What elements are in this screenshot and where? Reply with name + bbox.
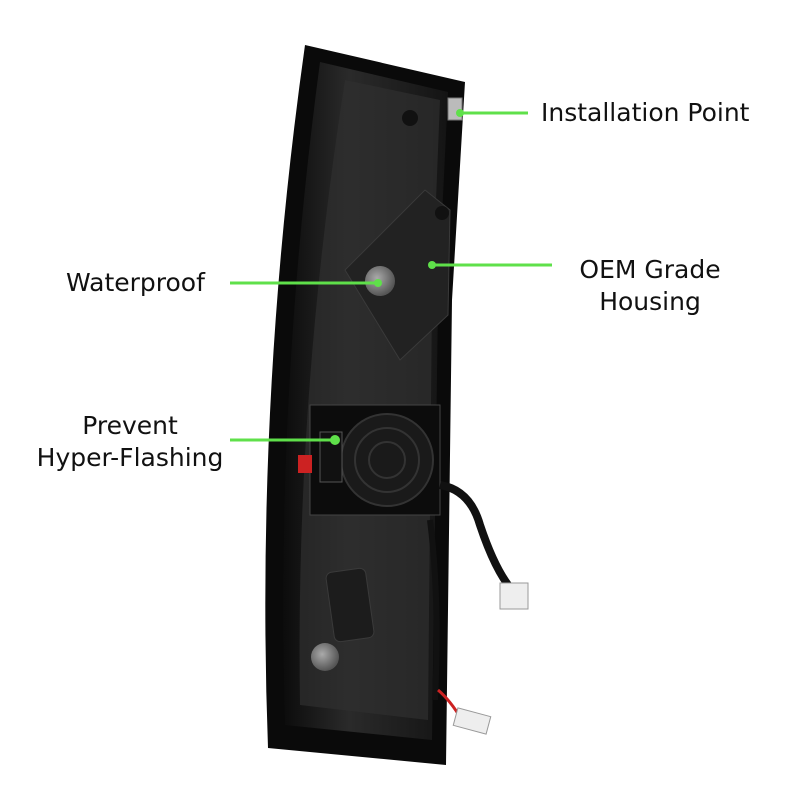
label-installation-point: Installation Point <box>541 98 750 127</box>
cable <box>439 481 516 593</box>
anti-flicker-module <box>298 404 441 516</box>
label-prevent-hyper-flashing: Prevent Hyper-Flashing <box>30 410 230 474</box>
connector-plug <box>499 582 529 610</box>
label-oem-grade-housing: OEM Grade Housing <box>570 254 730 318</box>
connector-slot <box>325 567 375 643</box>
diamond-panel <box>344 189 451 361</box>
bottom-grommet <box>311 643 339 671</box>
leader-lines <box>230 111 552 442</box>
label-hyper-line1: Prevent <box>82 411 178 440</box>
label-waterproof: Waterproof <box>66 268 205 297</box>
label-oem-line1: OEM Grade <box>579 255 721 284</box>
top-bolt <box>402 110 418 126</box>
label-oem-line2: Housing <box>599 287 701 316</box>
label-hyper-line2: Hyper-Flashing <box>36 443 224 472</box>
